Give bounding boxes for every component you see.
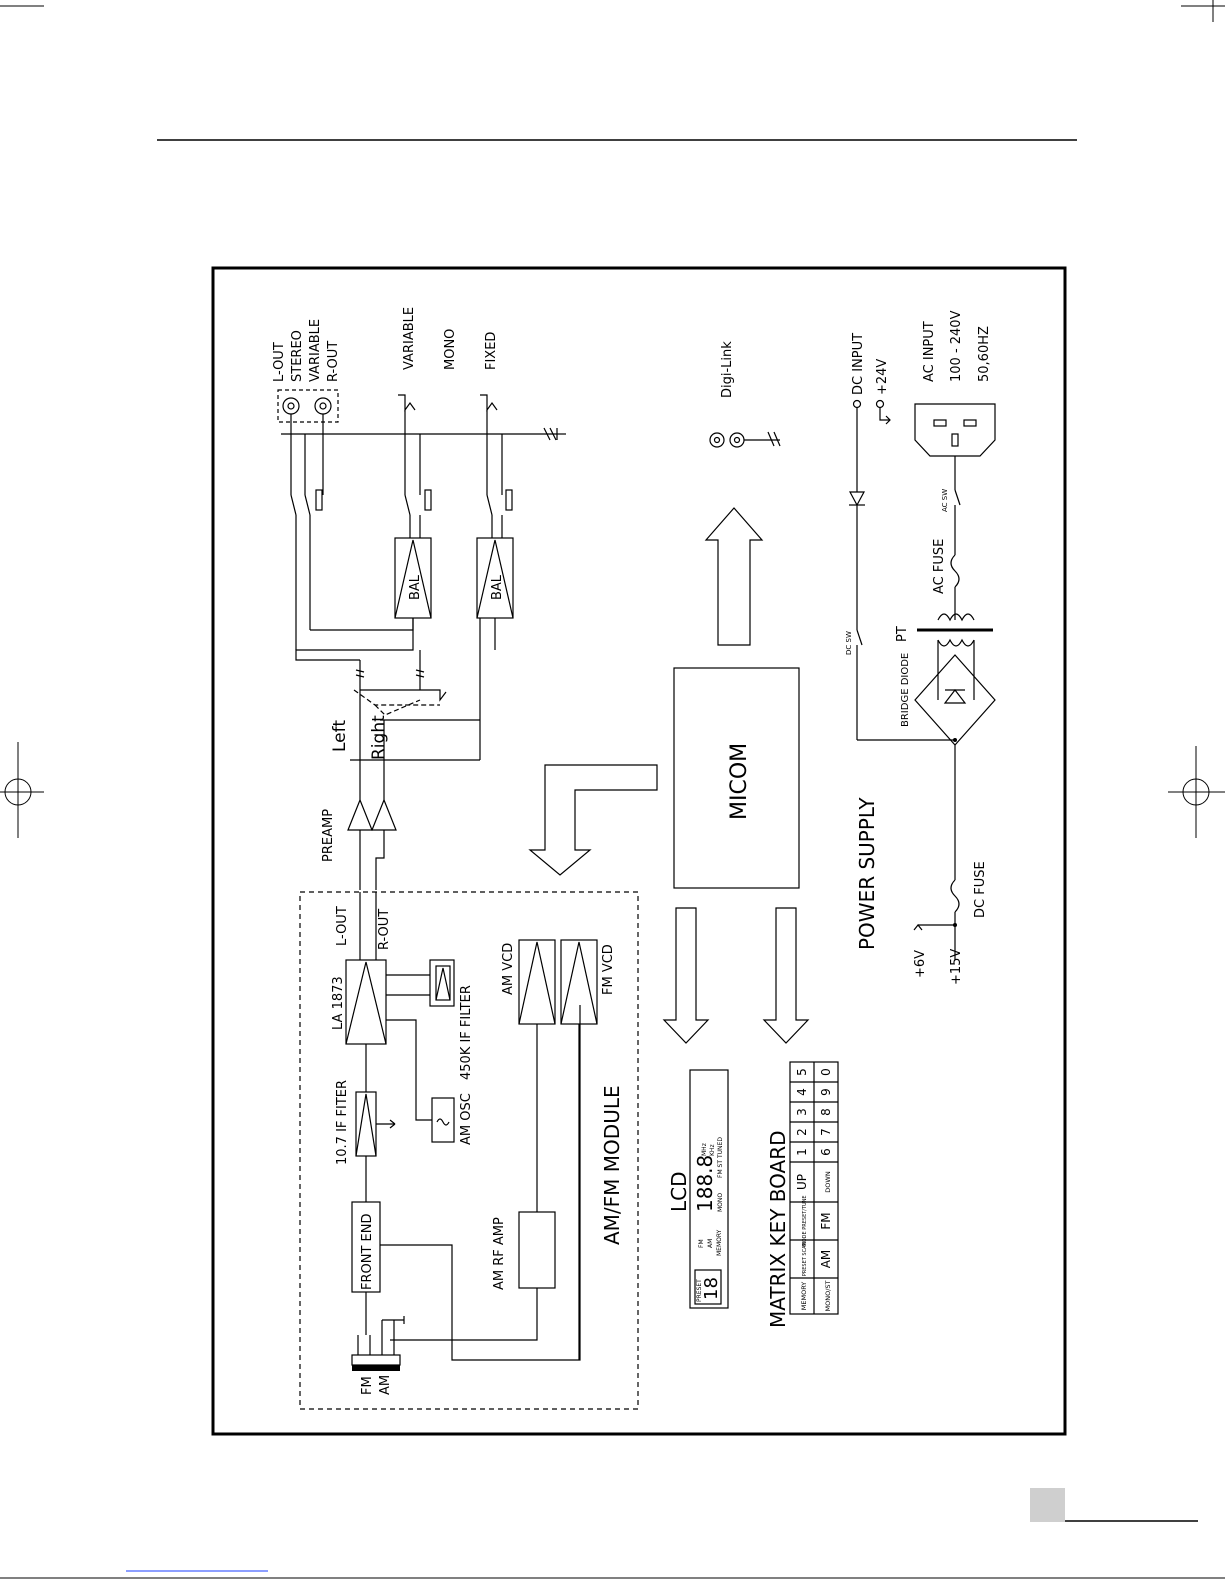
lcd-freq-digits: 188.8 (693, 1155, 717, 1212)
ac-freq-label: 50,60HZ (977, 326, 992, 382)
am-osc-label: AM OSC (459, 1093, 474, 1145)
preamp-label: PREAMP (321, 809, 336, 862)
pt-label: PT (895, 626, 910, 642)
keyboard-key-label: UP (795, 1174, 809, 1190)
arrow-micom-to-lcd (662, 907, 710, 1044)
lcd-mono-label: MONO (717, 1193, 724, 1212)
right-label: Right (369, 715, 389, 760)
keyboard-key-label: AM (819, 1250, 833, 1269)
am-fm-module-label: AM/FM MODULE (600, 1085, 624, 1245)
l-out-label: L-OUT (272, 342, 287, 382)
keyboard-key-label: 3 (795, 1108, 809, 1116)
lcd-fm-label: FM (698, 1239, 705, 1248)
keyboard-key-label: PRESET SCAN (802, 1242, 808, 1277)
keyboard-key-label: 9 (819, 1088, 833, 1096)
stereo-label: STEREO (290, 330, 305, 382)
keyboard-key-label: 0 (819, 1068, 833, 1076)
dc-fuse-label: DC FUSE (973, 861, 988, 918)
plus24v-label: +24V (875, 359, 890, 395)
micom-label: MICOM (727, 743, 752, 820)
diagram-frame (211, 266, 1067, 1436)
fm-vcd-label: FM VCD (601, 944, 616, 995)
keyboard-key-label: 2 (795, 1128, 809, 1136)
keyboard-title: MATRIX KEY BOARD (766, 1130, 790, 1328)
antenna-am-label: AM (378, 1375, 393, 1395)
keyboard-key-label: MODE PRESET/TUNE (802, 1195, 808, 1246)
lcd-tuned-label: TUNED (717, 1137, 724, 1159)
ac-sw-label: AC SW (941, 489, 949, 512)
keyboard-grid (789, 1061, 839, 1315)
keyboard-key-label: 5 (795, 1068, 809, 1076)
module-r-out-label: R-OUT (377, 909, 392, 950)
keyboard-key-label: MONO/ST (824, 1280, 832, 1311)
keyboard-key-label: 6 (819, 1148, 833, 1156)
variable-label: VARIABLE (308, 319, 323, 382)
bridge-diode-label: BRIDGE DIODE (900, 653, 911, 727)
bal-1-label: BAL (408, 574, 423, 600)
ac-fuse-label: AC FUSE (932, 539, 947, 594)
digi-link-connector (709, 431, 781, 448)
lcd-mhz-label: MHz (701, 1143, 708, 1156)
ac-voltage-label: 100 - 240V (949, 310, 964, 382)
lcd-title: LCD (667, 1171, 691, 1212)
digi-link-label: Digi-Link (720, 341, 735, 398)
keyboard-key-label: 8 (819, 1108, 833, 1116)
keyboard-key-label: 7 (819, 1128, 833, 1136)
am-vcd-label: AM VCD (501, 943, 516, 995)
mono-label: MONO (443, 329, 458, 370)
r-out-label: R-OUT (326, 341, 341, 382)
if-filter-450-label: 450K IF FILTER (459, 985, 474, 1080)
page-number-box (1030, 1488, 1065, 1522)
output-jacks (277, 389, 566, 650)
keyboard-row-2: MONO/ST AM FM DOWN 6 7 8 9 0 (819, 1068, 833, 1311)
am-fm-module-border (299, 891, 639, 1410)
lcd-preset-digits: 18 (701, 1277, 722, 1300)
antenna-terminal-bar (352, 1365, 400, 1371)
module-l-out-label: L-OUT (335, 906, 350, 946)
fixed-label: FIXED (484, 332, 499, 370)
arrow-micom-to-module (528, 764, 658, 876)
lcd-fm-st-label: FM ST (717, 1160, 724, 1178)
preamp-triangles (347, 798, 397, 890)
bal-2-label: BAL (490, 574, 505, 600)
plus6v-label: +6V (913, 950, 928, 978)
power-supply-label: POWER SUPPLY (855, 797, 879, 950)
keyboard-key-label: DOWN (824, 1171, 832, 1193)
am-rf-amp-label: AM RF AMP (492, 1217, 507, 1290)
dc-sw-label: DC SW (845, 631, 853, 655)
lcd-preset-label: PRESET (696, 1279, 703, 1302)
amp-wiring (295, 618, 496, 800)
left-label: Left (330, 720, 350, 752)
if-filter-107-label: 10.7 IF FITER (335, 1080, 350, 1165)
keyboard-key-label: 4 (795, 1088, 809, 1096)
micom-block (673, 667, 800, 889)
variable-mono-label: VARIABLE (402, 307, 417, 370)
keyboard-key-label: MEMORY (800, 1282, 808, 1311)
la1873-label: LA 1873 (331, 976, 346, 1030)
plus15v-label: +15V (949, 949, 964, 985)
lcd-am-label: AM (707, 1239, 714, 1248)
arrow-micom-to-keyboard (762, 907, 810, 1044)
front-end-label: FRONT END (360, 1214, 375, 1291)
keyboard-key-label: FM (819, 1212, 833, 1229)
ac-input-label: AC INPUT (922, 321, 937, 382)
arrow-micom-to-digilink (704, 507, 764, 646)
keyboard-key-label: 1 (795, 1148, 809, 1156)
lcd-display (689, 1069, 729, 1309)
lcd-memory-label: MEMORY (716, 1229, 723, 1256)
dc-input-label: DC INPUT (851, 333, 866, 395)
power-circuit (848, 399, 996, 960)
antenna-fm-label: FM (360, 1376, 375, 1395)
lcd-khz-label: KHz (709, 1144, 716, 1156)
bridge-dots (953, 738, 957, 927)
